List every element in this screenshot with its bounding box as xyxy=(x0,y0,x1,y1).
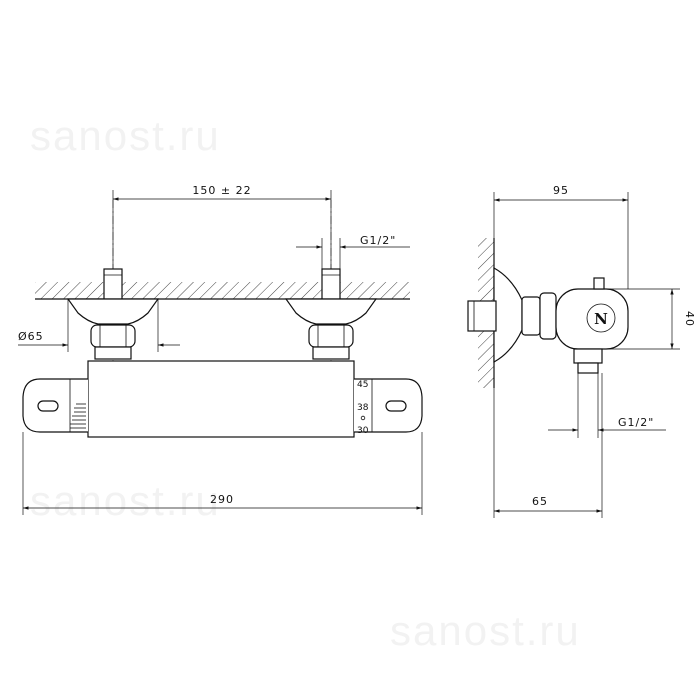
side-body xyxy=(555,288,629,350)
mixer-body xyxy=(87,360,355,438)
watermark-text: sanost.ru xyxy=(390,607,581,654)
watermark-text: sanost.ru xyxy=(30,112,221,159)
watermark-text: sanost.ru xyxy=(30,477,221,524)
dim-depth: 95 xyxy=(553,184,569,197)
wall-hatch xyxy=(35,282,410,299)
temp-label-45: 45 xyxy=(357,380,368,390)
dim-offset: 65 xyxy=(532,495,548,508)
dim-thread-front: G1/2" xyxy=(360,234,396,247)
front-view: 45 38 30 150 ± 22 G1/2" Ø65 290 xyxy=(18,184,423,515)
flow-scale xyxy=(70,403,86,429)
dim-total-length: 290 xyxy=(210,493,234,506)
brand-logo: N xyxy=(594,310,608,328)
temp-label-30: 30 xyxy=(357,426,369,436)
temperature-scale: 45 38 30 xyxy=(357,380,369,436)
temp-label-38: 38 xyxy=(357,403,369,413)
dim-center-distance: 150 ± 22 xyxy=(192,184,251,197)
watermarks: sanost.ru sanost.ru sanost.ru xyxy=(30,112,581,654)
dim-height: 40 xyxy=(683,311,696,327)
dim-diameter: Ø65 xyxy=(18,330,44,343)
side-view: N 95 40 G1/2" 65 xyxy=(467,184,696,518)
dim-thread-side: G1/2" xyxy=(618,416,654,429)
